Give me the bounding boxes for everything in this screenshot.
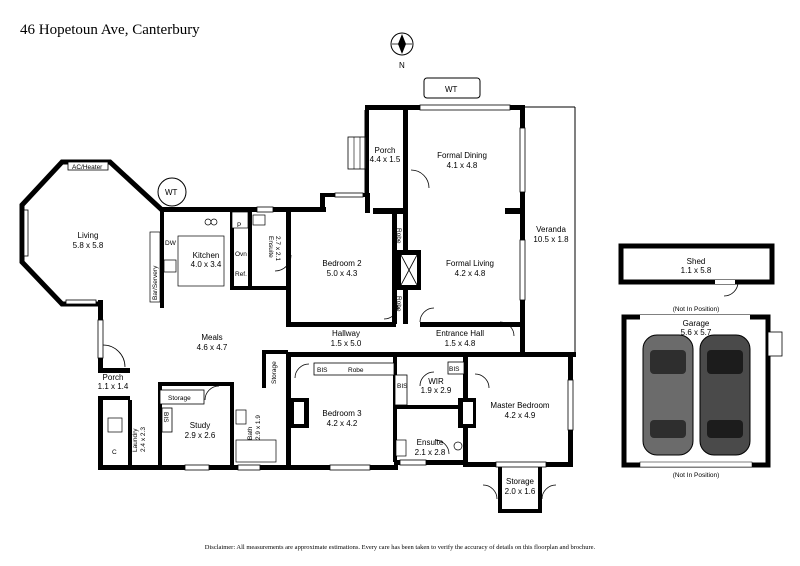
storage-bottom-dims: 2.0 x 1.6 — [505, 487, 536, 496]
compass-icon: N — [390, 32, 414, 70]
ensuite1-dims: 2.7 x 2.1 — [274, 236, 281, 261]
shed-name: Shed — [687, 257, 706, 266]
study-dims: 2.9 x 2.6 — [185, 431, 216, 440]
fireplace-master — [458, 398, 476, 428]
water-tank-top: WT — [423, 77, 481, 99]
bedroom2-name: Bedroom 2 — [322, 259, 362, 268]
ensuite2-name: Ensuite — [417, 438, 444, 447]
compass-n-label: N — [399, 61, 405, 70]
wt-label-2: WT — [165, 188, 178, 197]
porch-top-name: Porch — [375, 146, 396, 155]
bedroom3-dims: 4.2 x 4.2 — [327, 419, 358, 428]
doors — [102, 169, 739, 500]
ac-heater-label: AC/Heater — [72, 164, 103, 171]
kitchen-fittings — [149, 211, 249, 303]
meals-name: Meals — [201, 333, 222, 342]
master-dims: 4.2 x 4.9 — [505, 411, 536, 420]
water-tank-round: WT — [157, 177, 187, 207]
ensuite1-name: Ensuite — [267, 236, 274, 258]
bis3-label: BIS — [397, 383, 408, 390]
garage-not-in-position: (Not In Position) — [673, 472, 720, 479]
meals-dims: 4.6 x 4.7 — [197, 343, 228, 352]
bis1-label: BIS — [162, 412, 169, 423]
living-dims: 5.8 x 5.8 — [73, 241, 104, 250]
ovn-label: Ovn — [235, 251, 247, 258]
robe1-label: Robe — [395, 228, 402, 244]
living-name: Living — [78, 231, 99, 240]
laundry-name: Laundry — [132, 428, 139, 452]
room-labels: Living 5.8 x 5.8 Kitchen 4.0 x 3.4 DW Ov… — [73, 146, 720, 496]
kitchen-name: Kitchen — [193, 251, 220, 260]
hallway-dims: 1.5 x 5.0 — [331, 339, 362, 348]
veranda-dims: 10.5 x 1.8 — [533, 235, 569, 244]
garage-dims: 5.6 x 5.7 — [681, 328, 712, 337]
bedroom3-name: Bedroom 3 — [322, 409, 362, 418]
storage-study-label: Storage — [168, 395, 191, 402]
wir-name: WIR — [428, 377, 444, 386]
formal-living-dims: 4.2 x 4.8 — [455, 269, 486, 278]
porch-steps — [347, 110, 367, 195]
c-label: C — [112, 449, 117, 456]
formal-dining-name: Formal Dining — [437, 151, 487, 160]
bar-label: Bar/Servery — [152, 265, 159, 300]
ensuite2-dims: 2.1 x 2.8 — [415, 448, 446, 457]
disclaimer: Disclaimer: All measurements are approxi… — [204, 544, 596, 551]
storage-side-label: Storage — [271, 361, 278, 384]
house-walls — [98, 105, 576, 513]
porch-top-dims: 4.4 x 1.5 — [370, 155, 401, 164]
garage-name: Garage — [683, 319, 710, 328]
shed — [618, 243, 775, 285]
formal-dining-dims: 4.1 x 4.8 — [447, 161, 478, 170]
porch-left-dims: 1.1 x 1.4 — [98, 382, 129, 391]
robe3-label: Robe — [348, 367, 364, 374]
bis4-label: BIS — [449, 366, 460, 373]
storage-bottom-name: Storage — [506, 477, 535, 486]
bathroom-fittings — [107, 214, 463, 463]
shed-not-in-position: (Not In Position) — [673, 306, 720, 313]
fireplace-bedroom3 — [291, 398, 309, 428]
master-name: Master Bedroom — [490, 401, 549, 410]
pantry-label: P — [237, 222, 241, 229]
fireplace-formal-living — [397, 250, 421, 290]
robe-boxes — [159, 361, 465, 433]
formal-living-name: Formal Living — [446, 259, 494, 268]
bis2-label: BIS — [317, 367, 328, 374]
entrance-hall-name: Entrance Hall — [436, 329, 484, 338]
kitchen-dims: 4.0 x 3.4 — [191, 260, 222, 269]
bath-dims: 2.9 x 1.9 — [255, 415, 262, 440]
bath-name: Bath — [247, 426, 254, 440]
dw-label: DW — [165, 240, 177, 247]
entrance-hall-dims: 1.5 x 4.8 — [445, 339, 476, 348]
hallway-name: Hallway — [332, 329, 360, 338]
bedroom2-dims: 5.0 x 4.3 — [327, 269, 358, 278]
windows — [97, 104, 574, 471]
shed-dims: 1.1 x 5.8 — [681, 266, 712, 275]
car-icon — [642, 334, 694, 456]
plan-title: 46 Hopetoun Ave, Canterbury — [20, 22, 200, 38]
porch-left-name: Porch — [103, 373, 124, 382]
ref-label: Ref. — [235, 271, 247, 278]
study-name: Study — [190, 421, 210, 430]
robe2-label: Robe — [395, 296, 402, 312]
car-icon — [699, 334, 751, 456]
living-room-walls: AC/Heater — [19, 159, 164, 307]
wir-dims: 1.9 x 2.9 — [421, 386, 452, 395]
wt-label: WT — [445, 85, 458, 94]
veranda-name: Veranda — [536, 225, 566, 234]
garage — [621, 314, 783, 468]
laundry-dims: 2.4 x 2.3 — [140, 427, 147, 452]
